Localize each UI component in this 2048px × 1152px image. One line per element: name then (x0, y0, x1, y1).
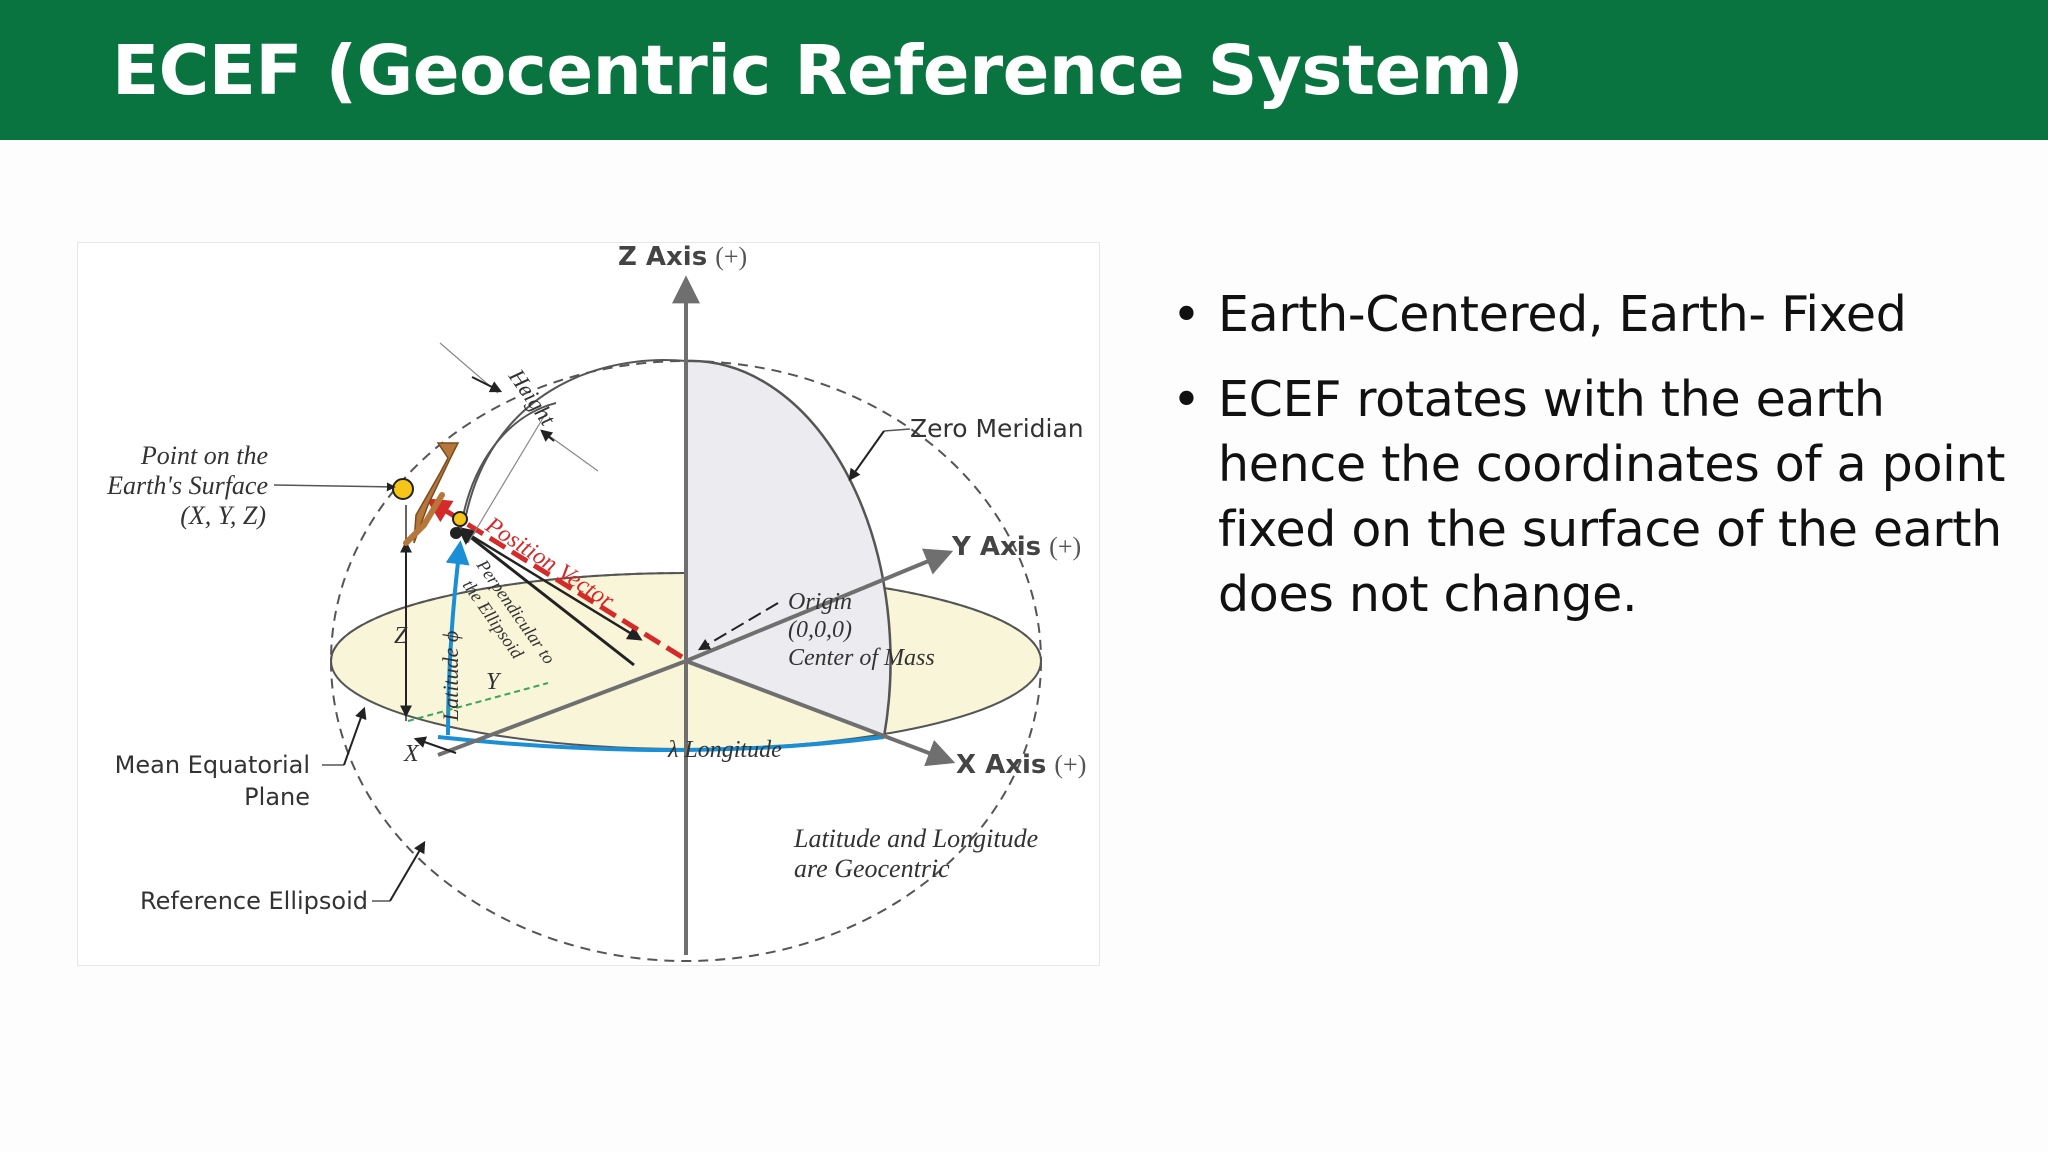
latitude-arc (445, 540, 470, 736)
perpendicular-line (457, 526, 635, 667)
longitude-arc (437, 735, 885, 752)
x-component-label: X (403, 741, 420, 767)
surface-point (392, 478, 414, 500)
y-axis (685, 548, 954, 663)
perpendicular-arrow (459, 527, 643, 641)
ellipsoid-point (452, 511, 468, 527)
x-axis (685, 659, 956, 767)
geocentric-note-line-1: Latitude and Longitude (793, 824, 1038, 853)
longitude-label: λ Longitude (667, 737, 782, 763)
zero-meridian-label: Zero Meridian (910, 414, 1084, 443)
mean-equatorial-label-line-2: Plane (244, 783, 310, 811)
bullet-list: • Earth-Centered, Earth- Fixed • ECEF ro… (1172, 282, 2012, 647)
bullet-item: • ECEF rotates with the earth hence the … (1172, 367, 2012, 627)
height-label: Height (503, 364, 560, 431)
x-axis-label: X Axis(+) (956, 750, 1086, 780)
title-bar: ECEF (Geocentric Reference System) (0, 0, 2048, 140)
y-component-label: Y (486, 669, 502, 695)
bullet-text: Earth-Centered, Earth- Fixed (1218, 286, 1907, 343)
reference-ellipsoid-outline (330, 360, 1042, 962)
zero-meridian-region (686, 360, 891, 737)
zero-meridian-arc (685, 359, 892, 738)
bullet-icon: • (1172, 286, 1201, 343)
bullet-item: • Earth-Centered, Earth- Fixed (1172, 282, 2012, 347)
bullet-text: ECEF rotates with the earth hence the co… (1218, 371, 2006, 623)
point-label-line-1: Point on the (140, 441, 268, 470)
z-component-label: Z (394, 623, 408, 649)
origin-label-line-2: (0,0,0) (788, 617, 852, 643)
height-arc (459, 402, 557, 534)
reference-ellipsoid-label: Reference Ellipsoid (140, 887, 368, 915)
projection-line (437, 659, 687, 757)
origin-label-line-1: Origin (788, 589, 852, 615)
bullet-icon: • (1172, 371, 1201, 428)
slide-title: ECEF (Geocentric Reference System) (112, 31, 1524, 111)
ecef-diagram: Z Axis(+) Y Axis(+) X Axis(+) Zero Merid… (77, 242, 1100, 966)
point-label-line-2: Earth's Surface (106, 471, 268, 500)
origin-label-line-3: Center of Mass (788, 645, 935, 671)
z-axis-label: Z Axis(+) (618, 243, 747, 272)
foot-point (450, 527, 462, 539)
latitude-label: Latitude ϕ (438, 631, 463, 722)
ecef-diagram-svg: Z Axis(+) Y Axis(+) X Axis(+) Zero Merid… (106, 243, 1086, 962)
y-axis-label: Y Axis(+) (951, 532, 1081, 562)
y-component-line (407, 682, 549, 722)
geocentric-note-line-2: are Geocentric (794, 854, 950, 883)
point-label-line-3: (X, Y, Z) (180, 501, 266, 530)
mean-equatorial-label-line-1: Mean Equatorial (115, 751, 310, 779)
position-vector (425, 498, 684, 660)
point-meridian-arc (463, 359, 687, 526)
